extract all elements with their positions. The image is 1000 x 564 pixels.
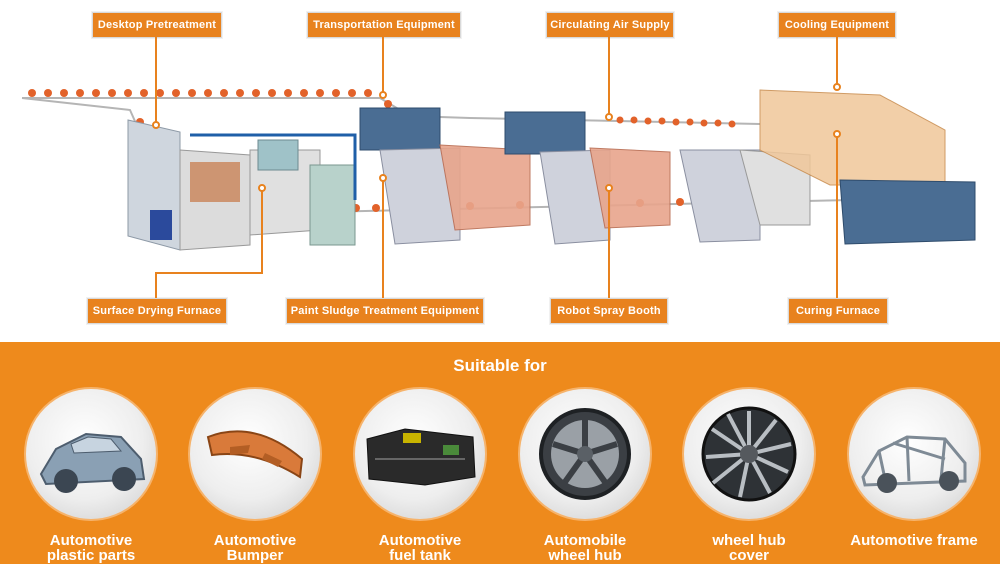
caption-line1: Automotive: [49, 532, 133, 549]
fuel-tank-icon: [353, 387, 487, 521]
label-curing-furnace: Curing Furnace: [788, 298, 888, 324]
label-robot-spray-booth: Robot Spray Booth: [550, 298, 668, 324]
caption-line2: wheel hub: [548, 547, 622, 564]
label-desktop-pretreatment: Desktop Pretreatment: [92, 12, 222, 38]
section-title: Suitable for: [453, 356, 547, 375]
leader-paint-sludge: [382, 178, 384, 298]
production-line-diagram: Desktop Pretreatment Transportation Equi…: [21, 12, 976, 324]
marker-paint-sludge: [379, 174, 387, 182]
caption-line2: fuel tank: [389, 547, 451, 564]
marker-cooling-equipment: [833, 83, 841, 91]
label-cooling-equipment: Cooling Equipment: [778, 12, 896, 38]
leader-surface-drying-furnace-v1: [155, 272, 157, 298]
caption-line1: Automotive: [378, 532, 462, 549]
leader-surface-drying-furnace-h: [155, 272, 263, 274]
production-line-illustration: [21, 89, 976, 251]
car-body-icon: [24, 387, 158, 521]
caption-line2: plastic parts: [46, 547, 136, 564]
drying-furnace-station: [190, 133, 357, 246]
caption-line1: Automobile: [543, 532, 627, 549]
car-frame-icon: [847, 387, 981, 521]
label-transportation-equipment: Transportation Equipment: [307, 12, 461, 38]
spray-booth-3: [679, 149, 811, 243]
curing-furnace-station: [759, 89, 976, 245]
label-circulating-air-supply: Circulating Air Supply: [546, 12, 674, 38]
marker-desktop-pretreatment: [152, 121, 160, 129]
label-paint-sludge-treatment: Paint Sludge Treatment Equipment: [286, 298, 484, 324]
marker-surface-drying-furnace: [258, 184, 266, 192]
hub-cover-icon: [682, 387, 816, 521]
application-bumper: Automotive Bumper: [185, 387, 325, 563]
caption-line1: Automotive frame: [850, 532, 978, 549]
leader-cooling-equipment: [836, 37, 838, 87]
pretreatment-station: [127, 119, 251, 251]
leader-surface-drying-furnace-v2: [261, 188, 263, 274]
bumper-icon: [188, 387, 322, 521]
marker-transportation-equipment: [379, 91, 387, 99]
label-surface-drying-furnace: Surface Drying Furnace: [87, 298, 227, 324]
leader-desktop-pretreatment: [155, 37, 157, 125]
alloy-wheel-icon: [518, 387, 652, 521]
caption-line1: Automotive Bumper: [213, 532, 297, 564]
spray-booth-1: [359, 107, 531, 245]
leader-transportation-equipment: [382, 37, 384, 95]
spray-booth-2: [504, 111, 671, 245]
leader-robot-spray-booth: [608, 188, 610, 298]
marker-circulating-air-supply: [605, 113, 613, 121]
leader-curing-furnace: [836, 134, 838, 298]
caption-line2: cover: [728, 547, 770, 564]
applications-band: [0, 342, 1000, 564]
marker-robot-spray-booth: [605, 184, 613, 192]
caption-line1: wheel hub: [712, 532, 786, 549]
marker-curing-furnace: [833, 130, 841, 138]
leader-circulating-air-supply: [608, 37, 610, 117]
application-frame: Automotive frame: [844, 387, 984, 548]
